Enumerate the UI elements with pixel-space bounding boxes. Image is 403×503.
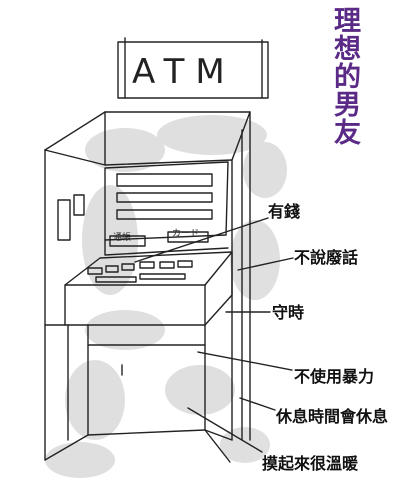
- atm-sign-text: ATM: [132, 52, 236, 92]
- annotation-warm: 摸起來很溫暖: [262, 454, 359, 473]
- annotation-punctual: 守時: [272, 303, 305, 322]
- leader-line: [134, 217, 269, 263]
- page-title: 理想的男友: [329, 6, 360, 146]
- card-slot-label: カード: [172, 229, 200, 239]
- annotation-rich: 有錢: [268, 202, 301, 221]
- leader-line: [237, 257, 294, 271]
- passbook-slot-label: 通帳: [113, 233, 132, 243]
- leader-line: [187, 407, 263, 453]
- shelf-front: [64, 284, 206, 326]
- annotation-non-violent: 不使用暴力: [294, 367, 375, 386]
- annotation-no-nonsense: 不說廢話: [294, 248, 359, 267]
- atm-base: [44, 429, 233, 461]
- annotation-rests: 休息時間會休息: [276, 407, 389, 426]
- atm-top-outline: [44, 111, 251, 441]
- leader-line: [239, 397, 276, 411]
- atm-screen: [104, 161, 229, 241]
- atm-sign-box: [117, 41, 269, 99]
- leader-line: [197, 351, 293, 371]
